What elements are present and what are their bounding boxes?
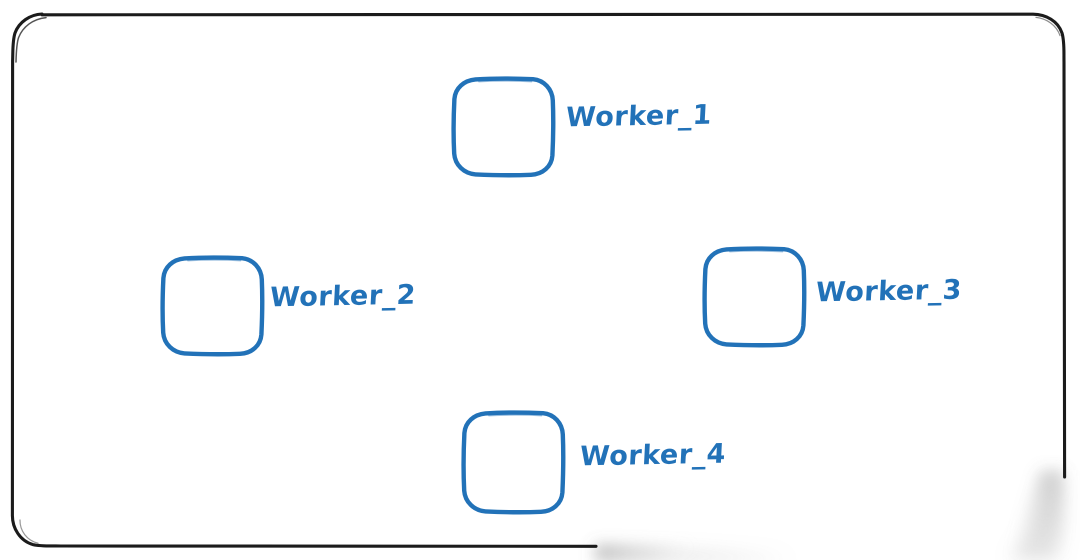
worker-3-box[interactable]: [702, 246, 807, 348]
worker-2-box[interactable]: [160, 255, 265, 357]
page-corner-shadow: [596, 470, 1063, 560]
worker-3-label: Worker_3: [815, 274, 963, 309]
outer-boundary: [10, 12, 1067, 548]
worker-2-label: Worker_2: [269, 279, 417, 314]
page-corner-shadow-soft: [596, 476, 1064, 560]
worker-4-box[interactable]: [461, 410, 566, 515]
worker-1-label: Worker_1: [565, 99, 713, 134]
worker-1-box[interactable]: [451, 76, 556, 178]
worker-4-label: Worker_4: [579, 438, 727, 473]
